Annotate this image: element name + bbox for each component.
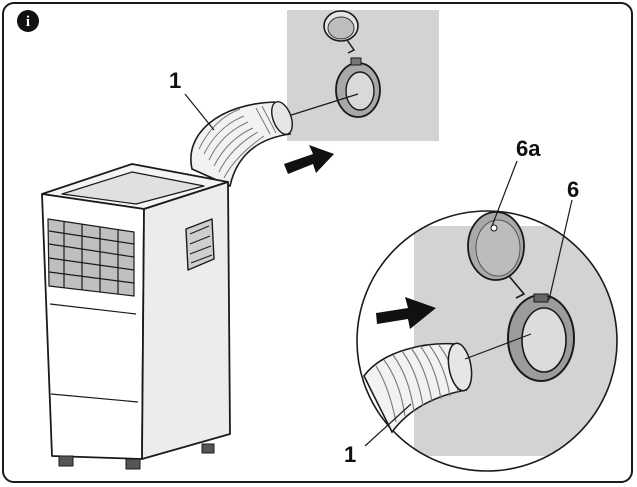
front-louvers [47, 218, 135, 297]
label-ring-6: 6 [567, 177, 579, 202]
label-cap-6a: 6a [516, 136, 541, 161]
window-kit-cap-6a [467, 211, 526, 299]
exhaust-hose-detail [363, 342, 473, 434]
arrow-top [284, 145, 334, 174]
window-kit-ring-top [335, 57, 381, 118]
exhaust-hose-top [190, 101, 293, 188]
window-kit-cap-top [323, 10, 359, 54]
illustration-frame: i [2, 2, 633, 483]
info-icon: i [17, 10, 39, 32]
window-kit-ring-6 [507, 293, 575, 382]
wall-panel-top [287, 10, 439, 141]
portable-air-conditioner [41, 163, 231, 470]
svg-text:i: i [26, 14, 30, 30]
label-hose-top: 1 [169, 68, 181, 93]
arrow-bottom [376, 297, 436, 329]
installation-diagram: i [17, 10, 618, 472]
label-hose-bottom: 1 [344, 442, 356, 467]
